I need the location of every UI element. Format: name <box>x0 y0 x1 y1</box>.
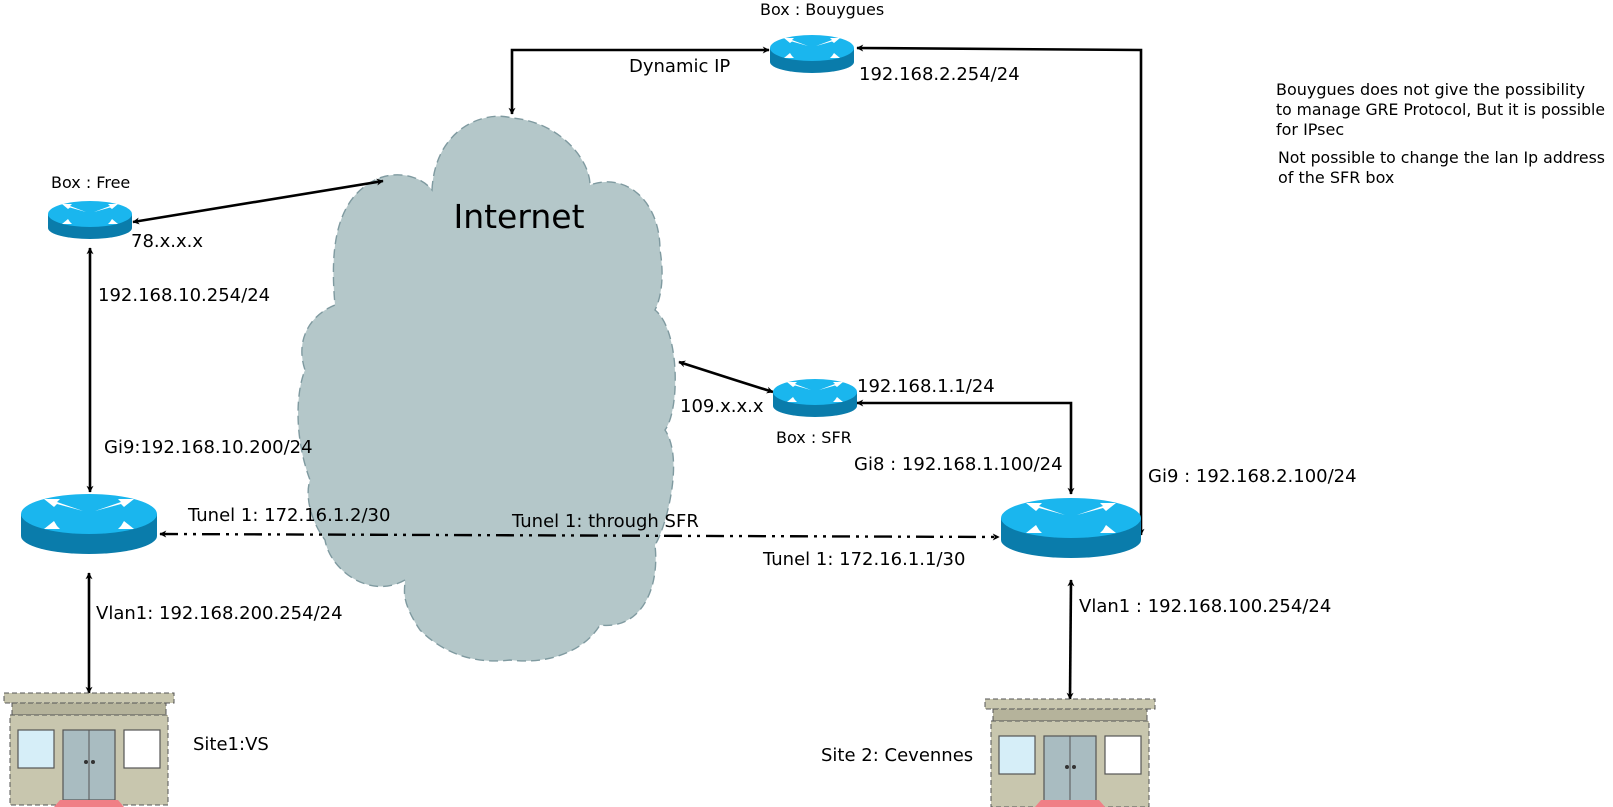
sfr-note-line-2: of the SFR box <box>1278 168 1394 187</box>
router-arrows-icon <box>784 38 840 58</box>
site1-vlan-label: Vlan1: 192.168.200.254/24 <box>96 603 343 624</box>
link-sfr-site2 <box>856 399 1075 495</box>
site2-tunnel-label: Tunel 1: 172.16.1.1/30 <box>762 549 965 570</box>
router-site1 <box>21 494 157 554</box>
router-free <box>48 201 132 239</box>
router-arrows-icon <box>1026 503 1116 533</box>
link-site2-lan <box>1066 579 1075 700</box>
bouygues-ip-label: 192.168.2.254/24 <box>859 64 1020 85</box>
router-arrows-icon <box>787 382 843 402</box>
dynamic-ip-label: Dynamic IP <box>629 56 730 77</box>
router-arrows-icon <box>44 499 134 529</box>
building-site1-icon <box>3 692 175 807</box>
site2-gi8-label: Gi8 : 192.168.1.100/24 <box>854 454 1063 475</box>
labels: Box : Bouygues 192.168.2.254/24 Dynamic … <box>51 0 1605 766</box>
bouygues-note-line-1: Bouygues does not give the possibility <box>1276 80 1585 99</box>
free-box-label: Box : Free <box>51 173 130 192</box>
router-site2 <box>1001 498 1141 558</box>
site1-tunnel-label: Tunel 1: 172.16.1.2/30 <box>187 505 390 526</box>
sfr-wan-label: 109.x.x.x <box>680 396 764 417</box>
tunnel-link <box>159 530 1000 541</box>
sfr-box-label: Box : SFR <box>776 428 852 447</box>
site1-label: Site1:VS <box>193 734 269 755</box>
internet-label: Internet <box>453 197 584 236</box>
free-lan-label: 192.168.10.254/24 <box>98 285 270 306</box>
internet-cloud: Internet <box>297 115 676 662</box>
site1-gi9-label: Gi9:192.168.10.200/24 <box>104 437 313 458</box>
link-free-internet <box>132 178 384 225</box>
link-bouygues-site2 <box>856 44 1145 536</box>
site2-gi9-label: Gi9 : 192.168.2.100/24 <box>1148 466 1357 487</box>
sfr-note-line-1: Not possible to change the lan Ip addres… <box>1278 148 1605 167</box>
site2-vlan-label: Vlan1 : 192.168.100.254/24 <box>1079 596 1331 617</box>
bouygues-note-line-3: for IPsec <box>1276 120 1344 139</box>
tunnel-path-label: Tunel 1: through SFR <box>511 511 699 532</box>
building-site2-icon <box>984 698 1156 807</box>
router-bouygues <box>770 35 854 73</box>
router-sfr <box>773 379 857 417</box>
bouygues-note-line-2: to manage GRE Protocol, But it is possib… <box>1276 100 1605 119</box>
link-sfr-internet <box>678 360 774 394</box>
free-wan-label: 78.x.x.x <box>131 231 203 252</box>
links <box>85 44 1145 700</box>
sfr-lan-label: 192.168.1.1/24 <box>857 376 995 397</box>
link-bouygues-internet <box>508 46 770 115</box>
site2-label: Site 2: Cevennes <box>821 745 973 766</box>
bouygues-box-label: Box : Bouygues <box>760 0 884 19</box>
router-arrows-icon <box>62 204 118 224</box>
